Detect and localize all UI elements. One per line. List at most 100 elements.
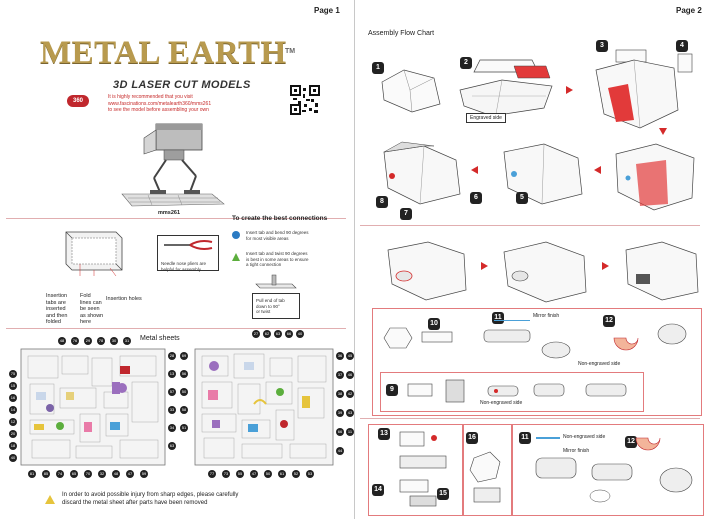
step-badge-6: 6 — [470, 192, 482, 204]
trademark-mark: TM — [285, 48, 296, 55]
pliers-icon — [164, 240, 213, 250]
sheet-part-number: 78 — [97, 337, 105, 345]
tip-twist: Insert tab and twist 90 degrees is best … — [246, 251, 309, 267]
sheet-part-number: 11 — [346, 428, 354, 436]
sheet-part-number: 73 — [222, 470, 230, 478]
sheet-part-number: 85 — [42, 470, 50, 478]
sheet-part-number: 62 — [263, 330, 271, 338]
step-badge-3: 3 — [596, 40, 608, 52]
step-badge-9: 9 — [386, 384, 398, 396]
flow-chart-title: Assembly Flow Chart — [368, 30, 435, 37]
step-badge-12b: 12 — [625, 436, 637, 448]
sheet-part-number: 13 — [168, 370, 176, 378]
step-9-parts-diagram — [407, 379, 627, 403]
sheet-part-number: 69 — [180, 352, 188, 360]
step-badge-8: 8 — [376, 196, 388, 208]
tab-twist-diagram — [255, 274, 297, 289]
sheet-part-number: 16 — [9, 394, 17, 402]
brand-subtitle: 3D LASER CUT MODELS — [113, 79, 251, 91]
pliers-box: Needle nose pliers are helpful for assem… — [157, 235, 219, 272]
sheet-part-number: 61 — [278, 470, 286, 478]
sheet-part-number: 70 — [84, 470, 92, 478]
sheet-part-number: 66 — [285, 330, 293, 338]
sheet-part-number: 39 — [336, 409, 344, 417]
pull-note: Pull end of tab down to 90° or twist — [256, 298, 285, 314]
sheet-part-number: 59 — [140, 470, 148, 478]
sheet-part-number: 29 — [84, 337, 92, 345]
flow-arrow-icon — [602, 262, 609, 270]
sheet-part-number: 56 — [180, 370, 188, 378]
sheet-part-number: 45 — [346, 352, 354, 360]
step-badge-4: 4 — [676, 40, 688, 52]
metal-sheets-title: Metal sheets — [140, 335, 180, 342]
step-13-box — [368, 424, 464, 516]
flow-arrow-icon — [566, 86, 573, 94]
notice-url[interactable]: www.fascinations.com/metalearth360/mms26… — [108, 100, 212, 107]
engraved-side-tag: Engraved side — [466, 113, 506, 123]
green-triangle-icon — [232, 253, 240, 261]
metal-sheet-2 — [194, 348, 334, 466]
sheet-part-number: 57 — [168, 388, 176, 396]
subassembly-inner-box — [380, 372, 644, 412]
sheet-part-number: 52 — [292, 470, 300, 478]
notice-line: to see the model before assembling your … — [108, 107, 209, 113]
sheet-part-number: 75 — [9, 370, 17, 378]
warning-icon — [45, 495, 55, 504]
sheet-part-number: 55 — [236, 470, 244, 478]
step-5-assembly-diagram — [383, 141, 461, 205]
notice-text: It is highly recommended that you visit … — [108, 94, 278, 114]
step-16-diagram — [469, 451, 501, 503]
sheet-part-number: 38 — [336, 390, 344, 398]
sheet-part-number: 20 — [9, 430, 17, 438]
sheet-part-number: 47 — [126, 470, 134, 478]
sheet-part-number: 18 — [9, 442, 17, 450]
sheet-part-number: 42 — [346, 390, 354, 398]
step-11-12-box — [512, 424, 704, 516]
step-11-assembly-diagram — [625, 241, 699, 301]
step-badge-11b: 11 — [519, 432, 531, 444]
sheet-part-number: 48 — [112, 470, 120, 478]
qr-code-icon — [290, 85, 320, 115]
sheet-part-number: 53 — [306, 470, 314, 478]
page-number-1: Page 1 — [314, 6, 340, 15]
step-1-diagram — [381, 69, 441, 113]
sheet-part-number: 58 — [180, 406, 188, 414]
step-16-box — [462, 424, 512, 516]
step-2-diagram — [459, 59, 553, 117]
sheet-part-number: 28 — [168, 352, 176, 360]
metal-sheet-1 — [20, 348, 166, 466]
step-badge-13: 13 — [378, 428, 390, 440]
sheet-part-number: 12 — [9, 418, 17, 426]
step-badge-1: 1 — [372, 62, 384, 74]
non-engraved-label-2: Non-engraved side — [480, 400, 523, 406]
sheet-part-number: 47 — [250, 470, 258, 478]
step-badge-14: 14 — [372, 484, 384, 496]
insertion-holes-label: Insertion holes — [106, 296, 142, 302]
sheet-part-number: 37 — [336, 371, 344, 379]
sheet-part-number: 34 — [168, 424, 176, 432]
sheet-part-number: 31 — [123, 337, 131, 345]
fold-lines-label: Fold lines can be seen as shown here — [80, 293, 104, 325]
flow-arrow-down-icon — [659, 128, 667, 135]
subassembly-box — [372, 308, 702, 416]
step-9-assembly-diagram — [387, 241, 467, 301]
sheet-part-number: 27 — [252, 330, 260, 338]
step-10-12-parts-diagram — [383, 320, 687, 359]
step-11-12-diagram — [535, 437, 693, 503]
step-13-15-diagram — [399, 431, 447, 507]
step-6-assembly-diagram — [503, 143, 583, 205]
tip-bend: Insert tab and bend 90 degrees for most … — [246, 230, 309, 241]
flow-arrow-icon — [594, 166, 601, 174]
step-badge-7: 7 — [400, 208, 412, 220]
sheet-part-number: 44 — [336, 447, 344, 455]
badge-360: 360 — [67, 95, 89, 107]
step-badge-2: 2 — [460, 57, 472, 69]
notice-line: It is highly recommended that you visit — [108, 94, 193, 100]
sheet-part-number: 66 — [336, 428, 344, 436]
sheet-part-number: 48 — [58, 337, 66, 345]
sheet-part-number: 33 — [168, 406, 176, 414]
flow-arrow-icon — [471, 166, 478, 174]
mirror-finish-label-2: Mirror finish — [563, 448, 590, 454]
pull-tab-box: Pull end of tab down to 90° or twist — [252, 293, 300, 319]
sheet-part-number: 65 — [70, 470, 78, 478]
